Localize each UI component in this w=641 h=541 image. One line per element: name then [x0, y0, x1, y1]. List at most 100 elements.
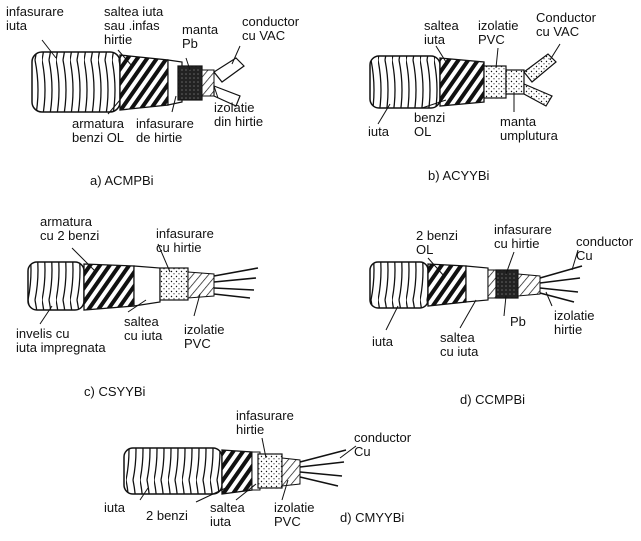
caption-c: c) CSYYBi: [84, 384, 146, 399]
label-line: iuta impregnata: [16, 340, 106, 355]
label-line: Pb: [182, 36, 198, 51]
cable-b-drawing: [369, 53, 557, 109]
cable-d2-drawing: [123, 447, 347, 495]
cable-b-jute-sheath: [369, 55, 441, 109]
cable-d1-drawing: [369, 261, 583, 309]
label-line: saltea: [440, 330, 475, 345]
label-line: Cu: [354, 444, 371, 459]
cable-a-steel-armor: [119, 54, 169, 111]
label-d1-l6: Pb: [510, 314, 526, 329]
cable-a-jute-sheath: [31, 51, 121, 113]
label-line: hirtie: [554, 322, 582, 337]
cable-b-steel-bands: [439, 57, 485, 107]
label-line: saltea: [210, 500, 245, 515]
caption-d1: d) CCMPBi: [460, 392, 525, 407]
label-d2-l3: iuta: [104, 500, 126, 515]
label-line: conductor: [354, 430, 412, 445]
label-line: cu VAC: [242, 28, 285, 43]
label-line: izolatie: [214, 100, 254, 115]
diagram-a-leaders: [41, 39, 241, 115]
cable-d1-paper-wrap: [487, 269, 497, 299]
cable-b-core-1: [523, 53, 557, 83]
label-line: iuta: [210, 514, 232, 529]
label-line: iuta: [6, 18, 28, 33]
cable-d2-jute-bedding: [257, 453, 283, 489]
cable-d2-jute-cover: [123, 447, 223, 495]
label-line: PVC: [274, 514, 301, 529]
caption-a: a) ACMPBi: [90, 173, 154, 188]
label-line: de hirtie: [136, 130, 182, 145]
label-line: conductor: [242, 14, 300, 29]
label-line: iuta: [368, 124, 390, 139]
label-line: OL: [414, 124, 431, 139]
cable-d1-jute-cover: [369, 261, 429, 309]
label-line: saltea: [424, 18, 459, 33]
cable-c-paper-wrap: [159, 267, 189, 301]
label-line: saltea iuta: [104, 4, 164, 19]
label-line: infasurare: [236, 408, 294, 423]
label-line: armatura: [40, 214, 93, 229]
label-line: infasurare: [156, 226, 214, 241]
cable-c-two-band-armor: [83, 263, 135, 311]
label-line: izolatie: [554, 308, 594, 323]
cable-c-jute-bedding: [133, 265, 161, 307]
label-line: invelis cu: [16, 326, 69, 341]
cable-c-drawing: [27, 261, 259, 311]
label-line: hirtie: [236, 422, 264, 437]
label-line: manta: [182, 22, 219, 37]
label-line: iuta: [104, 500, 126, 515]
cable-d2-pvc-insulation: [281, 457, 301, 487]
cable-a-drawing: [31, 51, 245, 113]
label-d1-l4: iuta: [372, 334, 394, 349]
label-line: PVC: [184, 336, 211, 351]
label-line: infasurare: [136, 116, 194, 131]
cable-d1-lead-sheath: [495, 269, 519, 299]
cable-c-strands: [213, 267, 259, 299]
label-d2-l4: 2 benzi: [146, 508, 188, 523]
label-line: izolatie: [274, 500, 314, 515]
label-line: cu hirtie: [494, 236, 540, 251]
label-line: cu iuta: [440, 344, 479, 359]
label-line: sau .infas: [104, 18, 160, 33]
diagram-d1-leaders: [385, 249, 579, 331]
cable-d1-strands: [539, 265, 583, 303]
label-line: cu VAC: [536, 24, 579, 39]
cable-a-conductor-1: [213, 57, 245, 83]
cable-d1-jute-bedding: [465, 265, 489, 303]
label-line: PVC: [478, 32, 505, 47]
label-line: cu 2 benzi: [40, 228, 99, 243]
label-line: manta: [500, 114, 537, 129]
cable-a-paper-insulation: [201, 69, 215, 97]
cable-b-core-2: [523, 83, 553, 107]
label-line: iuta: [424, 32, 446, 47]
diagram-b-leaders: [377, 43, 561, 125]
cable-c-pvc-insulation: [187, 271, 215, 299]
cable-d2-strands: [299, 449, 347, 487]
cable-b-pvc-sheath: [483, 65, 507, 99]
